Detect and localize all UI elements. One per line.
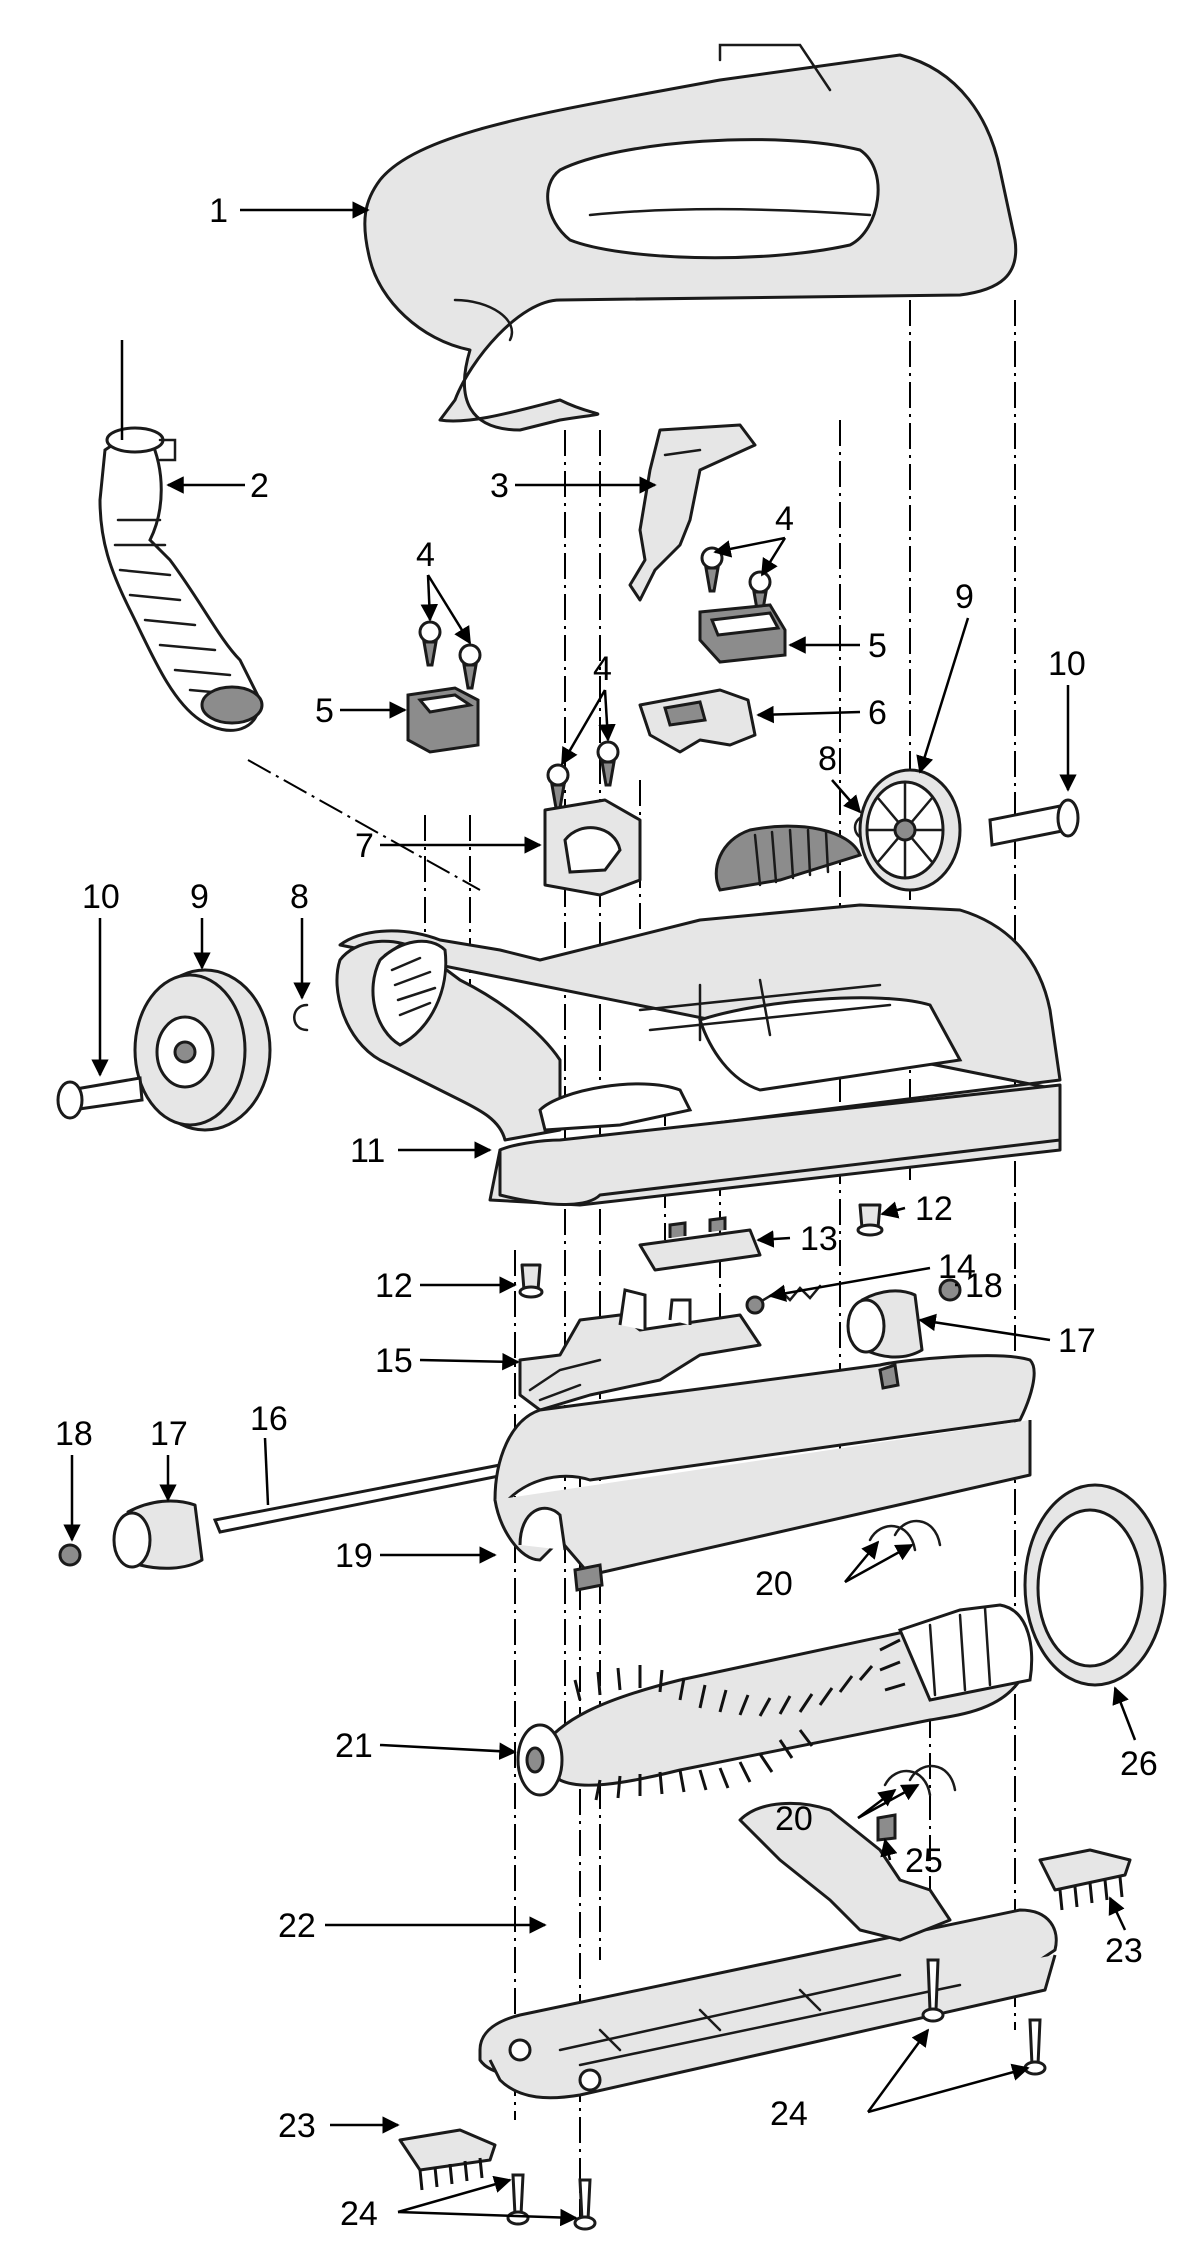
part-17-bearings (112, 1289, 924, 1570)
part-19-cover (493, 1354, 1036, 1592)
callout-9-left: 9 (190, 878, 209, 916)
callout-14: 14 (938, 1248, 976, 1286)
part-25-clip (876, 1813, 897, 1842)
part-2-hose (98, 426, 264, 732)
callout-12-left: 12 (375, 1267, 413, 1305)
callout-21: 21 (335, 1727, 373, 1765)
callout-24-left: 24 (340, 2195, 378, 2233)
callout-22: 22 (278, 1907, 316, 1945)
callout-2: 2 (250, 467, 269, 505)
callout-25: 25 (905, 1842, 943, 1880)
callout-17-right: 17 (1058, 1322, 1096, 1360)
callout-20-upper: 20 (755, 1565, 793, 1603)
part-20-clips (868, 1519, 957, 1797)
part-5-clamps (406, 603, 787, 754)
callout-4-right: 4 (775, 500, 794, 538)
callout-4-center: 4 (593, 650, 612, 688)
part-15-assembly (518, 1288, 762, 1412)
part-11-housing (335, 824, 1062, 1207)
callout-4-left: 4 (416, 536, 435, 574)
callout-5-right: 5 (868, 627, 887, 665)
callout-23-left: 23 (278, 2107, 316, 2145)
part-23-edge-brushes (398, 1848, 1132, 2191)
part-22-baseplate (478, 1801, 1058, 2100)
part-21-brushroll (516, 1603, 1034, 1801)
part-4-screws (418, 546, 772, 810)
callout-7: 7 (355, 827, 374, 865)
callout-11: 11 (350, 1132, 385, 1170)
callout-13: 13 (800, 1220, 838, 1258)
callout-8-right: 8 (818, 740, 837, 778)
callout-labels: 1 2 3 4 4 4 5 5 6 7 8 8 9 9 10 10 11 12 … (55, 192, 1158, 2233)
callout-1: 1 (209, 192, 228, 230)
part-26-belt (1023, 1483, 1167, 1687)
callout-16: 16 (250, 1400, 288, 1438)
part-16-shaft (212, 1463, 507, 1534)
callout-3: 3 (490, 467, 509, 505)
callout-5-left: 5 (315, 692, 334, 730)
leader-lines (63, 201, 1137, 2227)
part-12-grommets (518, 1203, 884, 1299)
part-1-hood (363, 43, 1018, 432)
callout-15: 15 (375, 1342, 413, 1380)
part-13-bracket (638, 1216, 762, 1272)
callout-20-lower: 20 (775, 1800, 813, 1838)
part-7-support (543, 798, 642, 897)
callout-24-right: 24 (770, 2095, 808, 2133)
callout-8-left: 8 (290, 878, 309, 916)
part-6-bracket (638, 688, 757, 754)
callout-10-left: 10 (82, 878, 120, 916)
part-9-wheels (133, 768, 962, 1132)
callout-19: 19 (335, 1537, 373, 1575)
callout-10-right: 10 (1048, 645, 1086, 683)
callout-12-right: 12 (915, 1190, 953, 1228)
callout-18-left: 18 (55, 1415, 93, 1453)
callout-26: 26 (1120, 1745, 1158, 1783)
part-10-axles (56, 798, 1080, 1120)
callout-23-right: 23 (1105, 1932, 1143, 1970)
callout-18-right: 18 (965, 1267, 1003, 1305)
callout-6: 6 (868, 694, 887, 732)
part-3-lever (628, 423, 757, 602)
callout-9-right: 9 (955, 578, 974, 616)
callout-17-left: 17 (150, 1415, 188, 1453)
